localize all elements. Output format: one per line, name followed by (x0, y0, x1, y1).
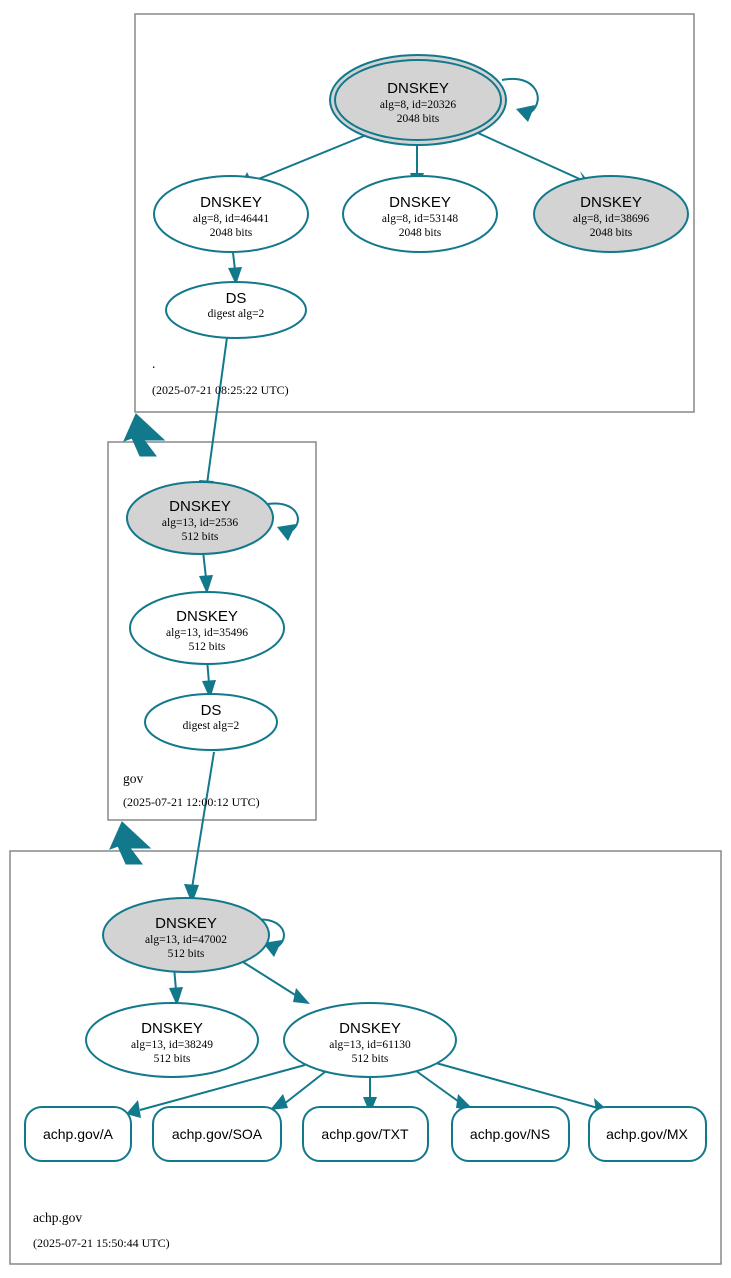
node-line3: 2048 bits (590, 227, 633, 239)
node-root-ds[interactable]: DS digest alg=2 (165, 281, 307, 339)
edge-root-ksk-self (501, 77, 539, 122)
node-line3: 512 bits (168, 948, 205, 960)
rrset-achp-gov-mx[interactable]: achp.gov/MX (588, 1106, 707, 1162)
zone-label-root: . (152, 356, 155, 371)
node-outline-inner (334, 59, 502, 141)
zone-label-achp: achp.gov (33, 1210, 82, 1225)
node-outline (342, 175, 498, 253)
rrset-achp-gov-ns[interactable]: achp.gov/NS (451, 1106, 570, 1162)
rrset-outline (24, 1106, 132, 1162)
rrset-achp-gov-a[interactable]: achp.gov/A (24, 1106, 132, 1162)
node-line3: 512 bits (154, 1053, 191, 1065)
node-root-dnskey-38696[interactable]: DNSKEY alg=8, id=38696 2048 bits (533, 175, 689, 253)
node-gov-ds[interactable]: DS digest alg=2 (144, 693, 278, 751)
node-line2: alg=8, id=53148 (382, 213, 458, 225)
node-title: DNSKEY (155, 915, 217, 932)
node-title: DNSKEY (141, 1020, 203, 1037)
node-outline (165, 281, 307, 339)
node-gov-ksk-2536[interactable]: DNSKEY alg=13, id=2536 512 bits (126, 481, 274, 555)
node-line2: alg=13, id=47002 (145, 934, 227, 946)
node-line2: alg=8, id=38696 (573, 213, 649, 225)
node-line2: digest alg=2 (183, 720, 240, 732)
node-outline (533, 175, 689, 253)
node-root-dnskey-53148[interactable]: DNSKEY alg=8, id=53148 2048 bits (342, 175, 498, 253)
node-line2: alg=13, id=38249 (131, 1039, 213, 1051)
node-line3: 2048 bits (397, 113, 440, 125)
node-title: DS (201, 702, 222, 719)
rrset-achp-gov-soa[interactable]: achp.gov/SOA (152, 1106, 282, 1162)
zone-label-gov: gov (123, 771, 144, 786)
node-achp-dnskey-61130[interactable]: DNSKEY alg=13, id=61130 512 bits (283, 1002, 457, 1078)
zone-timestamp-root: (2025-07-21 08:25:22 UTC) (152, 383, 289, 397)
rrset-label: achp.gov/NS (470, 1126, 550, 1142)
node-line2: alg=13, id=61130 (329, 1039, 411, 1051)
rrset-outline (302, 1106, 429, 1162)
node-title: DNSKEY (387, 80, 449, 97)
node-gov-dnskey-35496[interactable]: DNSKEY alg=13, id=35496 512 bits (129, 591, 285, 665)
delegation-arrow-gov-to-achp (109, 821, 152, 865)
rrset-label: achp.gov/A (43, 1126, 114, 1142)
node-line2: alg=8, id=20326 (380, 99, 456, 111)
node-line2: alg=8, id=46441 (193, 213, 269, 225)
node-line2: alg=13, id=2536 (162, 517, 238, 529)
node-achp-dnskey-38249[interactable]: DNSKEY alg=13, id=38249 512 bits (85, 1002, 259, 1078)
node-line3: 512 bits (189, 641, 226, 653)
node-line2: digest alg=2 (208, 308, 265, 320)
node-title: DNSKEY (389, 194, 451, 211)
node-line3: 2048 bits (210, 227, 253, 239)
node-line3: 512 bits (182, 531, 219, 543)
node-line3: 2048 bits (399, 227, 442, 239)
node-outline (85, 1002, 259, 1078)
node-outline (144, 693, 278, 751)
node-achp-ksk-47002[interactable]: DNSKEY alg=13, id=47002 512 bits (102, 897, 270, 973)
zone-timestamp-gov: (2025-07-21 12:00:12 UTC) (123, 795, 260, 809)
node-title: DNSKEY (176, 608, 238, 625)
node-title: DNSKEY (169, 498, 231, 515)
rrset-label: achp.gov/MX (606, 1126, 688, 1142)
node-outline (102, 897, 270, 973)
rrset-outline (588, 1106, 707, 1162)
node-outline (153, 175, 309, 253)
rrset-achp-gov-txt[interactable]: achp.gov/TXT (302, 1106, 429, 1162)
node-line3: 512 bits (352, 1053, 389, 1065)
node-root-ksk-20326[interactable]: DNSKEY alg=8, id=20326 2048 bits (329, 54, 507, 146)
rrset-outline (152, 1106, 282, 1162)
node-outline (126, 481, 274, 555)
rrset-label: achp.gov/SOA (172, 1126, 263, 1142)
node-line2: alg=13, id=35496 (166, 627, 248, 639)
delegation-arrow-root-to-gov (123, 413, 166, 457)
node-root-dnskey-46441[interactable]: DNSKEY alg=8, id=46441 2048 bits (153, 175, 309, 253)
node-title: DNSKEY (200, 194, 262, 211)
edge-gov-ksk-to-zsk (199, 550, 213, 594)
edge-achp-ksk-to-61130 (242, 961, 310, 1004)
node-title: DNSKEY (580, 194, 642, 211)
edge-gov-ksk-self (267, 502, 299, 541)
rrset-label: achp.gov/TXT (321, 1126, 409, 1142)
edge-gov-ds-to-achp-ksk (184, 751, 215, 904)
zone-timestamp-achp: (2025-07-21 15:50:44 UTC) (33, 1236, 170, 1250)
node-title: DNSKEY (339, 1020, 401, 1037)
rrset-outline (451, 1106, 570, 1162)
node-outline (283, 1002, 457, 1078)
node-outline (129, 591, 285, 665)
edge-achp-61130-to-a (126, 1064, 306, 1118)
edge-achp-61130-to-soa (270, 1067, 331, 1110)
node-title: DS (226, 290, 247, 307)
